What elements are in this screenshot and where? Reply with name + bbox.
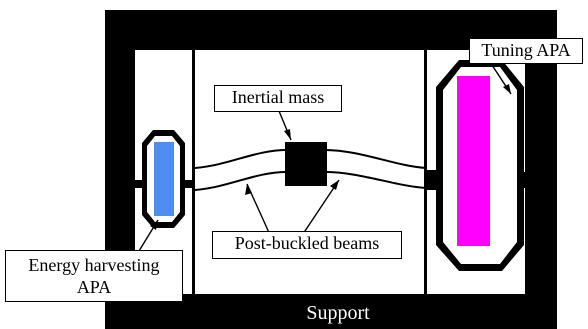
energy-harvesting-label-line2: APA <box>76 277 112 297</box>
arrowhead-inertial-mass <box>284 129 291 140</box>
upper-beam-left-bottom <box>194 171 288 191</box>
beam-right-bottom <box>324 171 427 189</box>
tuning-apa-rod-left <box>424 170 438 190</box>
beam-right-top <box>324 149 427 169</box>
tuning-apa-label: Tuning APA <box>469 38 583 64</box>
support-label: Support <box>306 302 370 324</box>
inertial-mass <box>285 142 327 186</box>
upper-beam-left-top <box>194 149 288 169</box>
energy-harvesting-apa-piezo <box>154 142 174 216</box>
tuning-apa-piezo <box>457 76 490 246</box>
eh-apa-rod-right <box>181 180 193 188</box>
arrowhead-energy-harvesting <box>150 220 158 230</box>
energy-harvesting-apa-label: Energy harvesting APA <box>5 250 183 302</box>
post-buckled-beams-label: Post-buckled beams <box>212 231 402 259</box>
arrowhead-beam-right <box>330 180 339 190</box>
left-divider <box>192 50 195 294</box>
arrowhead-tuning-apa <box>503 84 511 94</box>
inertial-mass-label: Inertial mass <box>214 85 342 112</box>
eh-apa-rod-left <box>135 180 147 188</box>
energy-harvesting-label-line1: Energy harvesting <box>28 255 160 275</box>
arrowhead-beam-left <box>245 184 252 195</box>
arrow-beam-right <box>300 179 340 238</box>
